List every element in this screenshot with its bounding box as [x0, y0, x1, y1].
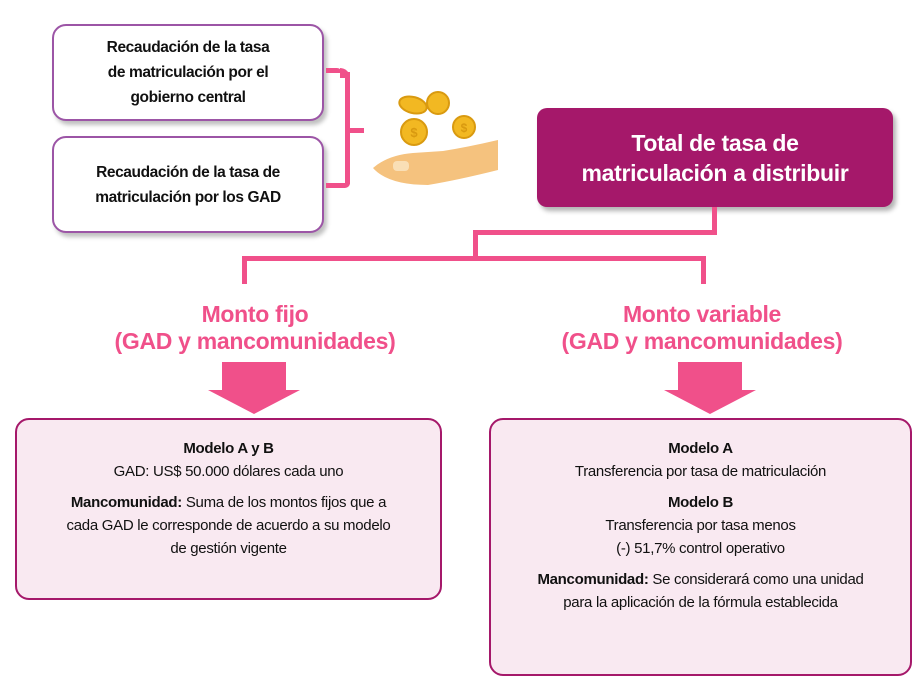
text-line: para la aplicación de la fórmula estable… — [563, 594, 838, 611]
text-line: (-) 51,7% control operativo — [616, 540, 785, 557]
card-title: Modelo B — [667, 494, 734, 511]
down-arrow-icon — [664, 362, 756, 414]
card-title: Modelo A y B — [183, 440, 274, 457]
heading-monto-fijo: Monto fijo(GAD y mancomunidades) — [55, 301, 455, 355]
text-line: Transferencia por tasa de matriculación — [574, 463, 827, 480]
heading-monto-variable: Monto variable(GAD y mancomunidades) — [502, 301, 902, 355]
text-line: matriculación a distribuir — [581, 159, 849, 186]
svg-text:$: $ — [461, 121, 468, 135]
text-line: Monto fijo — [201, 301, 309, 327]
text-line: Se considerará como una unidad — [648, 571, 864, 588]
source-box-central-government: Recaudación de la tasa de matriculación p… — [52, 24, 324, 121]
total-to-distribute-box: Total de tasa de matriculación a distrib… — [537, 108, 893, 207]
text-line: Total de tasa de — [631, 129, 799, 156]
text-line: gobierno central — [130, 89, 246, 106]
source-box-gad: Recaudación de la tasa de matriculación p… — [52, 136, 324, 233]
text-line: (GAD y mancomunidades) — [114, 328, 396, 354]
text-line: Recaudación de la tasa de — [96, 163, 280, 181]
svg-text:$: $ — [410, 125, 418, 140]
card-title: Modelo A — [668, 440, 733, 457]
hand-with-coins-icon: $ $ — [373, 91, 498, 185]
text-line: cada GAD le corresponde de acuerdo a su … — [66, 517, 391, 534]
variable-amount-card: Modelo A Transferencia por tasa de matri… — [489, 418, 912, 676]
text-line: Suma de los montos fijos que a — [181, 494, 387, 511]
text-line: GAD: US$ 50.000 dólares cada uno — [113, 463, 344, 480]
text-line: (GAD y mancomunidades) — [561, 328, 843, 354]
text-line: matriculación por los GAD — [95, 188, 281, 206]
mancomunidad-label: Mancomunidad: — [537, 571, 649, 588]
text-line: de matriculación por el — [107, 64, 269, 81]
text-line: Recaudación de la tasa — [106, 39, 270, 56]
text-line: Monto variable — [622, 301, 782, 327]
text-line: de gestión vigente — [170, 540, 287, 557]
fixed-amount-card: Modelo A y B GAD: US$ 50.000 dólares cad… — [15, 418, 442, 600]
text-line: Transferencia por tasa menos — [605, 517, 796, 534]
mancomunidad-label: Mancomunidad: — [70, 494, 182, 511]
down-arrow-icon — [208, 362, 300, 414]
